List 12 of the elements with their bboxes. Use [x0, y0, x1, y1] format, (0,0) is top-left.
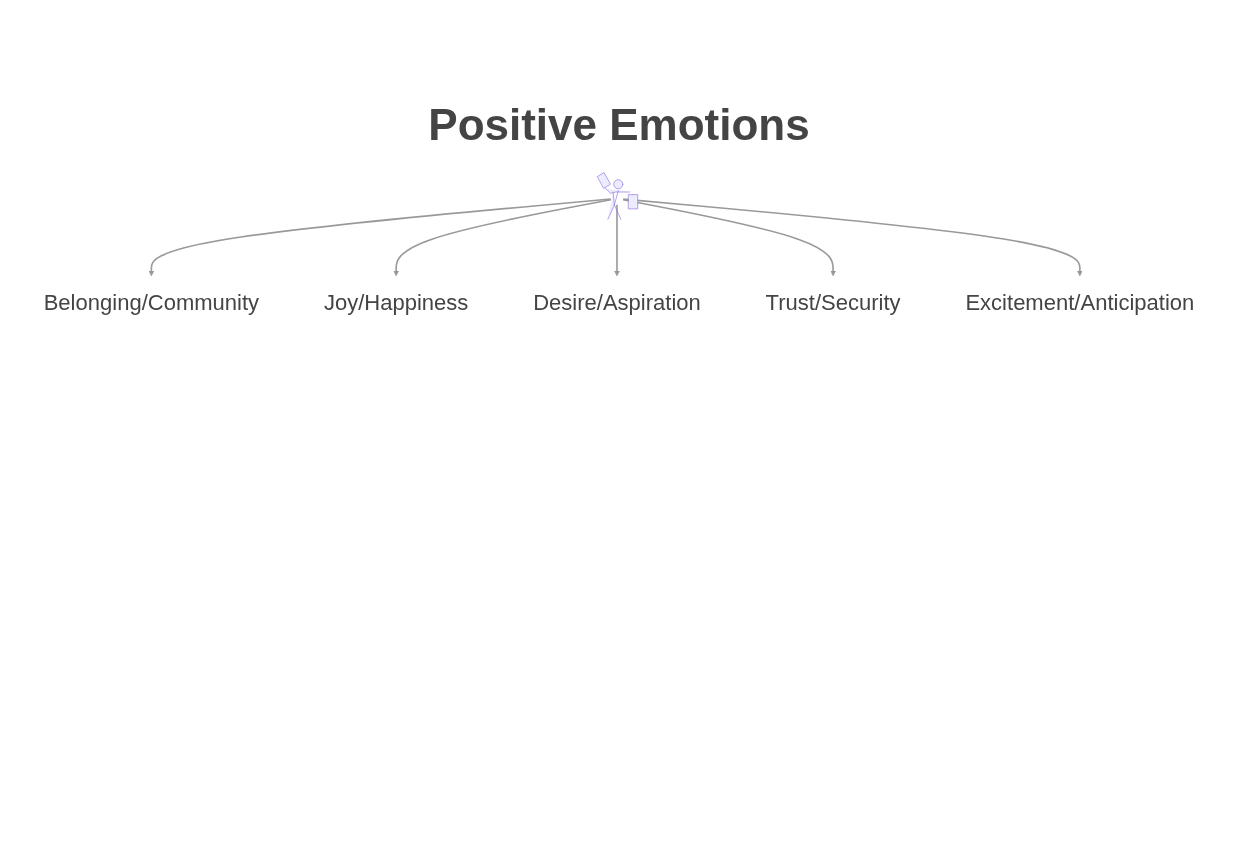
arrow	[622, 198, 836, 277]
node-text: Belonging/Community	[43, 289, 260, 315]
arrow	[614, 204, 620, 277]
shopper-icon	[597, 172, 639, 220]
node-text: Trust/Security	[765, 289, 901, 315]
node-text: Joy/Happiness	[323, 289, 469, 315]
arrow	[148, 198, 612, 277]
arrow	[393, 198, 612, 277]
arrow	[622, 198, 1083, 277]
title: Positive Emotions	[427, 100, 811, 150]
node-text: Desire/Aspiration	[533, 289, 701, 315]
node-text: Excitement/Anticipation	[965, 289, 1195, 315]
